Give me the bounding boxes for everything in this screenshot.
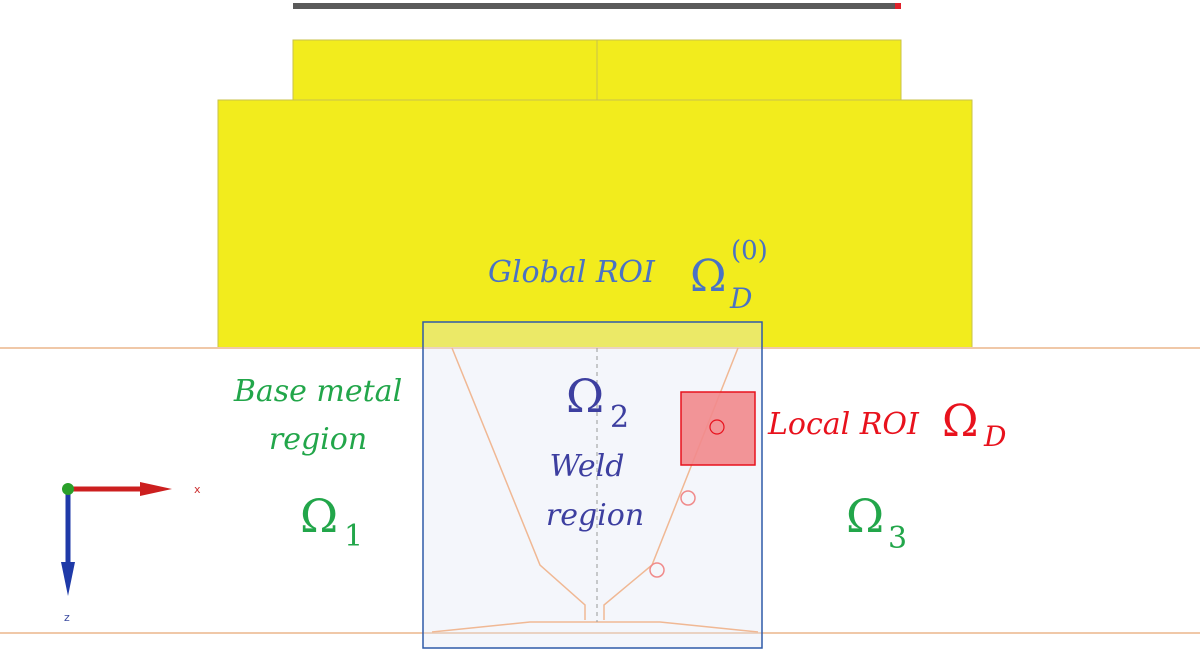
omega1: Ω	[300, 489, 338, 543]
global-omega-sub: D	[729, 282, 752, 315]
weld-label-line2: region	[546, 498, 644, 533]
defect-circle	[680, 490, 696, 506]
defect-circle	[649, 562, 665, 578]
omega2: Ω	[566, 369, 604, 423]
omega3: Ω	[846, 489, 884, 543]
global-omega: Ω	[690, 251, 726, 302]
global-omega-sup: (0)	[731, 236, 768, 266]
base-metal-label-line1: Base metal	[233, 374, 402, 409]
coordinate-axes: x z	[61, 482, 201, 624]
x-axis-label: x	[194, 483, 201, 496]
defect-circle	[709, 419, 725, 435]
local-roi-label: Local ROI	[767, 407, 920, 442]
local-roi-box	[680, 391, 756, 466]
local-omega: Ω	[942, 396, 978, 447]
omega3-sub: 3	[888, 521, 907, 556]
omega2-sub: 2	[610, 400, 629, 435]
base-metal-label-line2: region	[269, 422, 367, 457]
lower-block	[217, 99, 973, 349]
z-axis-label: z	[64, 611, 70, 624]
global-roi-label: Global ROI	[488, 255, 656, 290]
scale-bar	[293, 3, 901, 9]
global-roi-box	[422, 321, 763, 649]
tool-blocks	[217, 39, 973, 349]
weld-label-line1: Weld	[550, 449, 625, 484]
local-omega-sub: D	[983, 420, 1006, 453]
axis-origin	[62, 483, 74, 495]
omega1-sub: 1	[344, 519, 363, 554]
